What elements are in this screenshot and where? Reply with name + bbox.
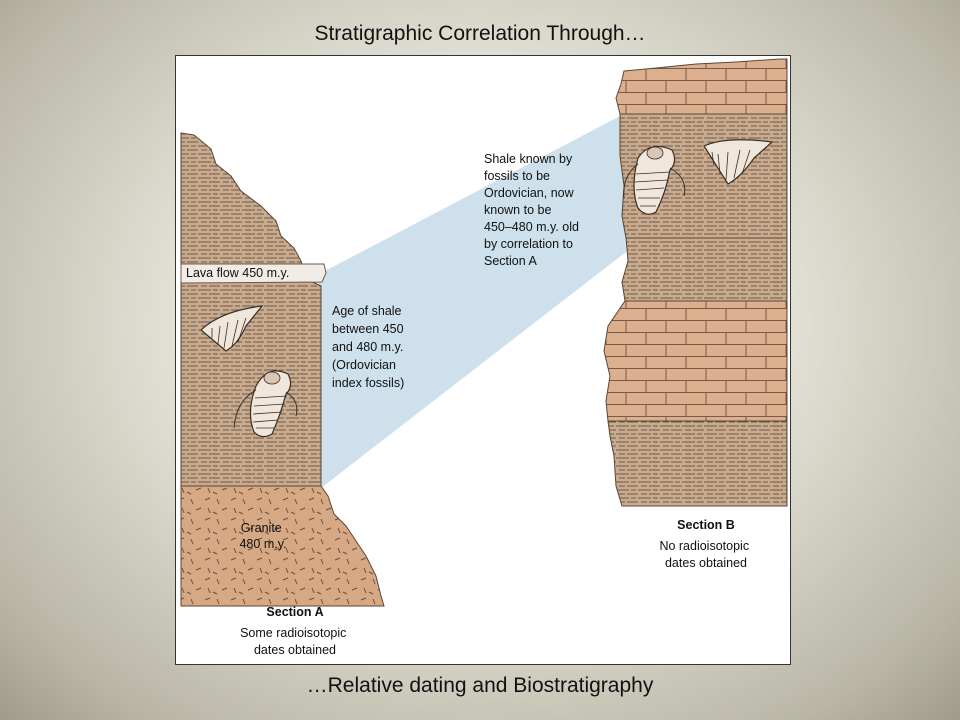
section-b-title: Section B [677, 518, 735, 532]
limestone-layer-b1 [615, 58, 788, 115]
limestone-layer-b2 [603, 300, 788, 422]
section-b-shale-note: Shale known by fossils to be Ordovician,… [484, 152, 582, 268]
lava-flow-label: Lava flow 450 m.y. [186, 266, 289, 280]
stratigraphy-diagram: Lava flow 450 m.y. Granite 480 m.y. Age … [180, 58, 788, 657]
section-b-caption: No radioisotopic dates obtained [659, 539, 752, 570]
shale-layer-b2 [621, 237, 788, 302]
trilobite-fossil-b [623, 145, 686, 215]
slide-title: Stratigraphic Correlation Through… [314, 22, 646, 45]
trilobite-fossil-a [233, 370, 298, 438]
correlation-band [306, 116, 626, 488]
section-a-column: Lava flow 450 m.y. Granite 480 m.y. [180, 132, 385, 607]
granite-layer [180, 485, 385, 607]
brachiopod-fossil-a [200, 305, 264, 352]
section-b-column [603, 58, 788, 507]
section-a-title: Section A [266, 605, 323, 619]
granite-label: Granite 480 m.y. [239, 521, 286, 551]
lava-flow-layer [180, 263, 327, 284]
slide-subtitle: …Relative dating and Biostratigraphy [306, 674, 654, 697]
section-a-caption: Some radioisotopic dates obtained [240, 626, 350, 657]
brachiopod-fossil-b [703, 139, 774, 185]
section-a-shale-note: Age of shale between 450 and 480 m.y. (O… [332, 304, 407, 390]
shale-layer-b3 [607, 420, 788, 507]
figure-frame: Lava flow 450 m.y. Granite 480 m.y. Age … [175, 55, 791, 665]
